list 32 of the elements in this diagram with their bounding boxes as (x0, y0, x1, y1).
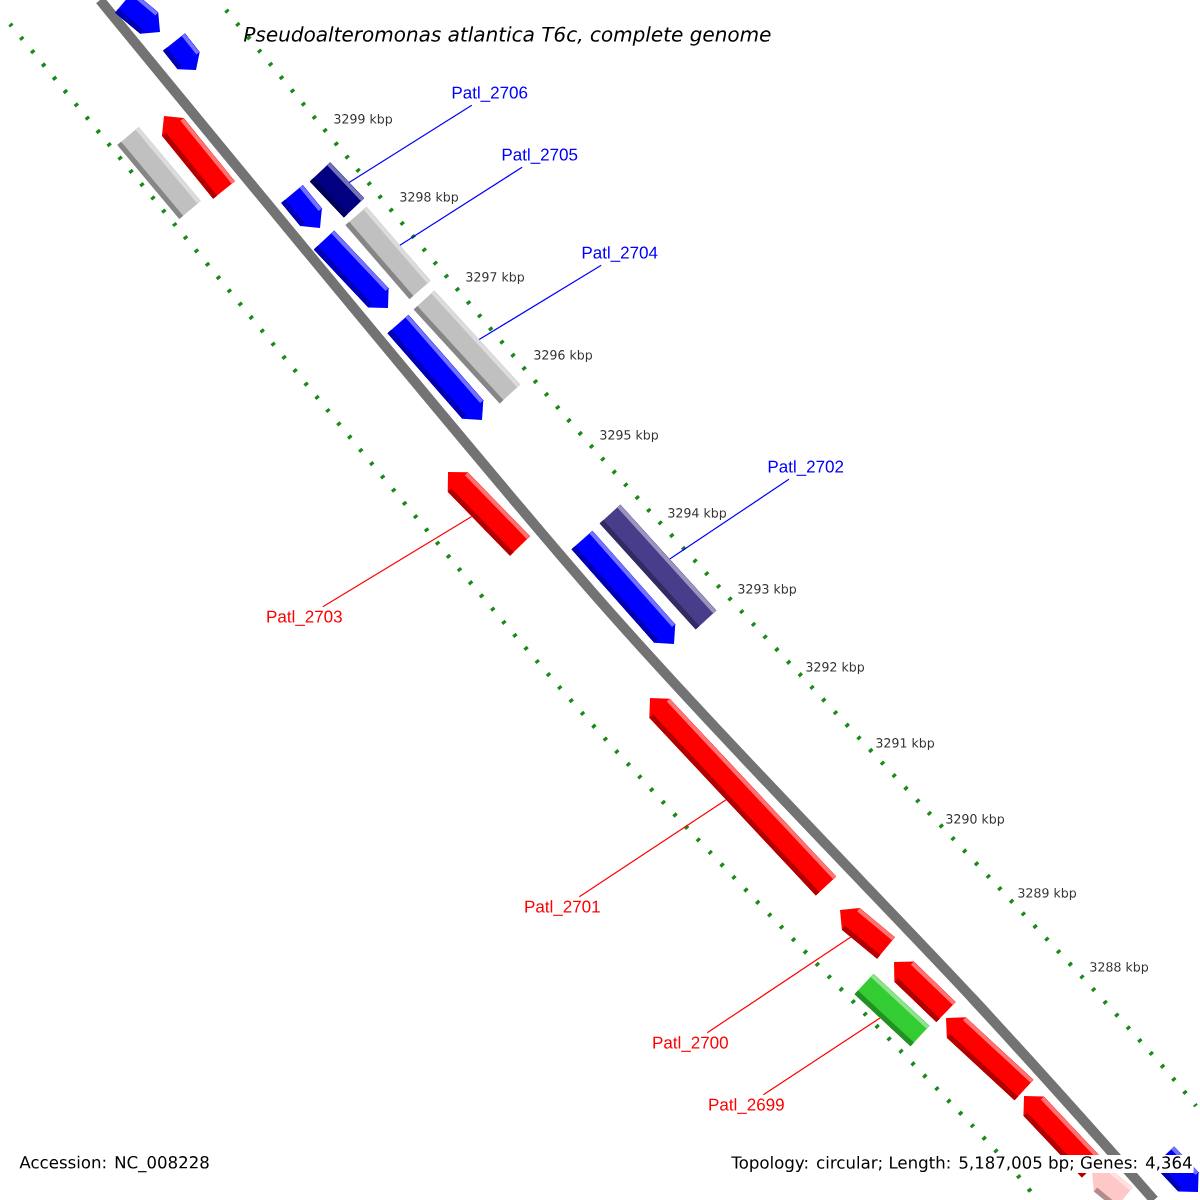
gene-block (946, 1017, 1034, 1101)
leader-line (578, 799, 727, 898)
leader-line (669, 478, 790, 560)
gene-block (1092, 1169, 1133, 1200)
gene-block (447, 472, 531, 556)
title: Pseudoalteromonas atlantica T6c, complete genome (243, 26, 771, 46)
leader-line (478, 264, 602, 341)
gene-label: Patl_2706 (452, 86, 528, 102)
footer-text: Accession: NC_008228 (19, 1155, 209, 1173)
gene-block (649, 698, 837, 896)
gene-label: Patl_2701 (525, 900, 600, 916)
gene-block (117, 127, 201, 219)
gene-label: Patl_2704 (582, 246, 658, 262)
leader-line (348, 104, 473, 183)
gene-block (571, 530, 676, 644)
leader-line (322, 515, 473, 608)
gene-label: Patl_2702 (768, 460, 844, 476)
leader-line (399, 166, 523, 246)
leader-line (762, 1017, 881, 1096)
leader-line (706, 936, 852, 1034)
gene-label: Patl_2703 (267, 610, 342, 626)
gene-block (387, 314, 484, 420)
gene-label: Patl_2705 (502, 148, 578, 164)
footer-text: Topology: circular; Length: 5,187,005 bp; Genes: 4,364 (730, 1154, 1194, 1174)
gene-label: Patl_2700 (653, 1036, 728, 1052)
gene-block (840, 908, 895, 959)
gene-block (313, 230, 389, 308)
gene-label: Patl_2699 (709, 1098, 784, 1114)
gene-block (281, 185, 322, 228)
gene-block (163, 33, 200, 70)
gene-block (854, 973, 930, 1047)
gene-block (115, 0, 160, 34)
